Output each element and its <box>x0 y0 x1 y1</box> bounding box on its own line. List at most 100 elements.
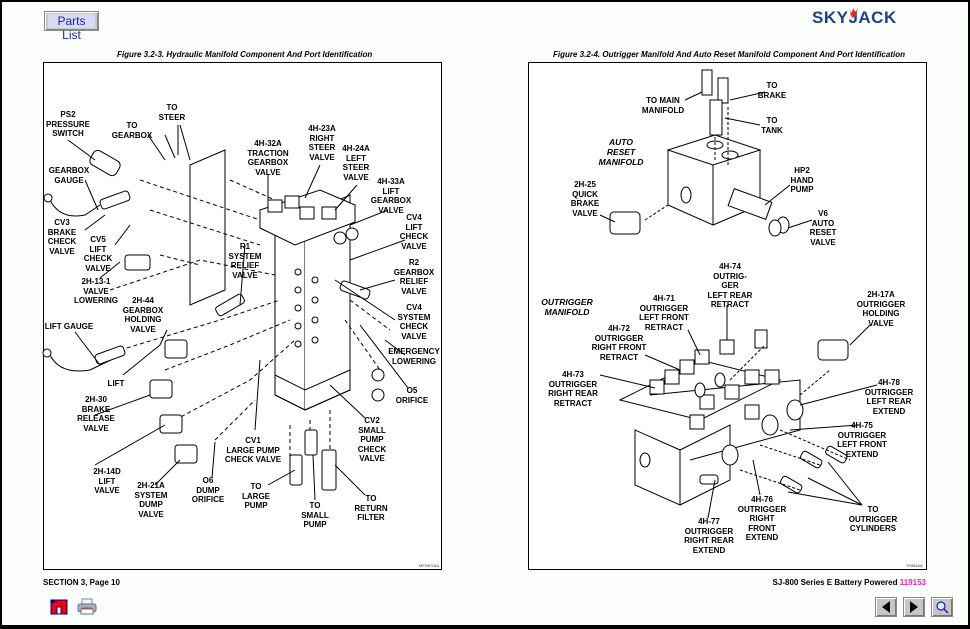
label-line: LIFT <box>405 222 423 232</box>
label-line: MANIFOLD <box>641 105 685 115</box>
label-line: RIGHT <box>309 133 335 143</box>
label-line: EXTEND <box>745 533 779 542</box>
label-line: VALVE <box>401 331 427 341</box>
label-line: LEFT <box>345 153 366 163</box>
skyjack-logo: SKYJACK <box>812 6 902 28</box>
label-line: EXTEND <box>872 406 906 416</box>
label-line: RETURN <box>354 503 388 513</box>
label-line: HOLDING <box>124 315 162 324</box>
label-line: SMALL <box>358 425 386 435</box>
label-line: LARGE <box>242 491 270 501</box>
print-icon[interactable] <box>77 598 97 616</box>
label-line: BRAKE <box>81 404 111 414</box>
label-lift: LIFT <box>108 379 125 389</box>
label-line: TO MAIN <box>646 96 680 105</box>
label-line: TO <box>766 81 778 90</box>
section-page: SECTION 3, Page 10 <box>43 578 120 587</box>
label-line: VALVE <box>138 509 164 519</box>
label-line: STEER <box>342 163 370 172</box>
label-line: SMALL <box>301 510 329 520</box>
zoom-button[interactable] <box>931 597 953 617</box>
label-line: OUTRIGGER <box>737 504 787 514</box>
label-line: RIGHT <box>749 514 775 523</box>
label-line: SYSTEM <box>134 490 168 500</box>
label-line: 4H-32A <box>254 139 282 148</box>
previous-page-button[interactable] <box>875 597 897 617</box>
label-line: HAND <box>790 175 814 185</box>
label-line: GEARBOX <box>111 130 153 140</box>
next-page-button[interactable] <box>903 597 925 617</box>
label-line: R1 <box>239 242 251 251</box>
label-line: O5 <box>406 386 418 395</box>
label-line: LOWERING <box>74 296 118 305</box>
label-line: 2H-13-1 <box>81 277 111 286</box>
label-line: VALVE <box>309 152 335 162</box>
label-line: SWITCH <box>52 129 84 138</box>
label-line: 4H-78 <box>878 378 900 387</box>
label-line: 2H-25 <box>574 180 596 189</box>
label-line: GEARBOX <box>247 158 289 167</box>
label-line: 4H-71 <box>653 294 675 303</box>
label-line: GER <box>721 281 739 290</box>
label-line: VALVE <box>83 286 109 296</box>
label-line: PUMP <box>244 501 268 510</box>
label-line: VALVE <box>85 263 111 273</box>
label-line: DUMP <box>196 485 220 495</box>
label-line: EXTEND <box>692 545 726 555</box>
label-line: VALVE <box>359 454 385 463</box>
label-line: TO <box>309 501 321 510</box>
label-line: STEER <box>308 143 336 152</box>
label-line: CV4 <box>406 213 422 222</box>
label-line: RIGHT REAR <box>548 389 598 398</box>
logo-flame-icon <box>849 7 858 18</box>
label-line: RETRACT <box>644 322 684 332</box>
label-line: PUMP <box>360 435 384 444</box>
label-line: EMERGENCY <box>388 347 440 356</box>
label-line: VALVE <box>810 237 836 247</box>
figure-left-box <box>43 62 442 570</box>
label-line: TO <box>867 505 879 514</box>
label-line: RELIEF <box>230 261 260 270</box>
label-line: GEARBOX <box>393 267 435 277</box>
label-line: V6 <box>818 209 828 218</box>
parts-list-button[interactable]: Parts List <box>44 11 99 42</box>
label-line: BRAKE <box>570 199 600 208</box>
label-line: OUTRIGGER <box>848 514 898 524</box>
label-line: VALVE <box>868 318 894 328</box>
label-line: RIGHT FRONT <box>591 343 647 352</box>
label-line: AUTO <box>609 137 633 147</box>
label-line: LIFT <box>382 186 400 196</box>
label-line: MANIFOLD <box>544 307 590 317</box>
label-line: CHECK <box>399 232 429 241</box>
label-line: CHECK <box>47 237 77 246</box>
label-line: RETRACT <box>553 398 593 408</box>
label-line: OUTRIGGER <box>541 297 593 307</box>
model-info: SJ-800 Series E Battery Powered 119153 <box>773 578 926 587</box>
label-line: 2H-44 <box>132 296 154 305</box>
zoom-icon <box>936 601 949 614</box>
label-line: CV5 <box>90 235 106 244</box>
label-line: 4H-24A <box>342 144 370 153</box>
label-line: CHECK <box>83 254 113 263</box>
home-icon[interactable] <box>50 599 68 615</box>
label-line: RIGHT REAR <box>684 536 734 545</box>
